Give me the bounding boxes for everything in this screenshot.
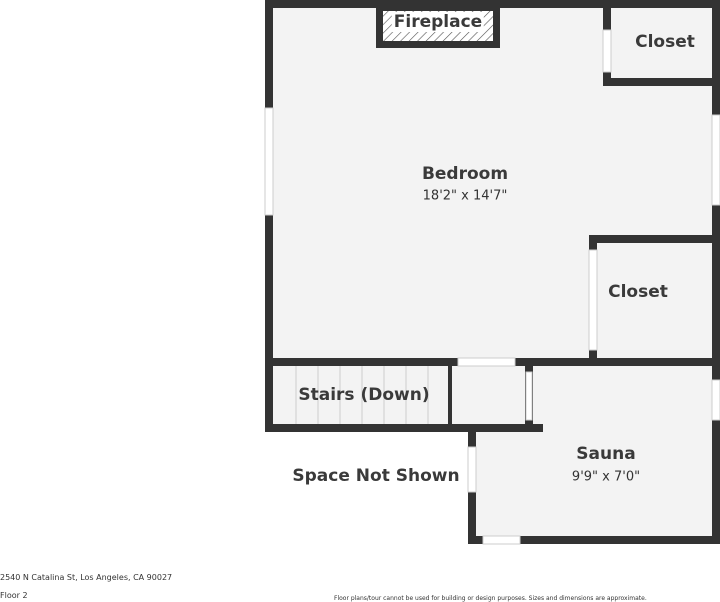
sauna-label: Sauna bbox=[576, 444, 636, 464]
bedroom-dimensions: 18'2" x 14'7" bbox=[422, 188, 508, 204]
space-not-shown-label: Space Not Shown bbox=[292, 466, 460, 486]
sauna-dimensions: 9'9" x 7'0" bbox=[571, 469, 641, 485]
bedroom-floor bbox=[273, 8, 713, 358]
stair-treads bbox=[295, 366, 429, 424]
fireplace-label: Fireplace bbox=[391, 12, 485, 32]
sauna-floor bbox=[476, 366, 713, 536]
bedroom-label: Bedroom bbox=[421, 164, 509, 184]
stairs-label: Stairs (Down) bbox=[298, 385, 430, 405]
openings bbox=[264, 29, 720, 545]
floor-label: Floor 2 bbox=[0, 591, 28, 600]
address: 2540 N Catalina St, Los Angeles, CA 9002… bbox=[0, 573, 173, 582]
closet-mid-label: Closet bbox=[608, 282, 668, 302]
disclaimer: Floor plans/tour cannot be used for buil… bbox=[334, 595, 647, 602]
closet-top-label: Closet bbox=[635, 32, 695, 52]
